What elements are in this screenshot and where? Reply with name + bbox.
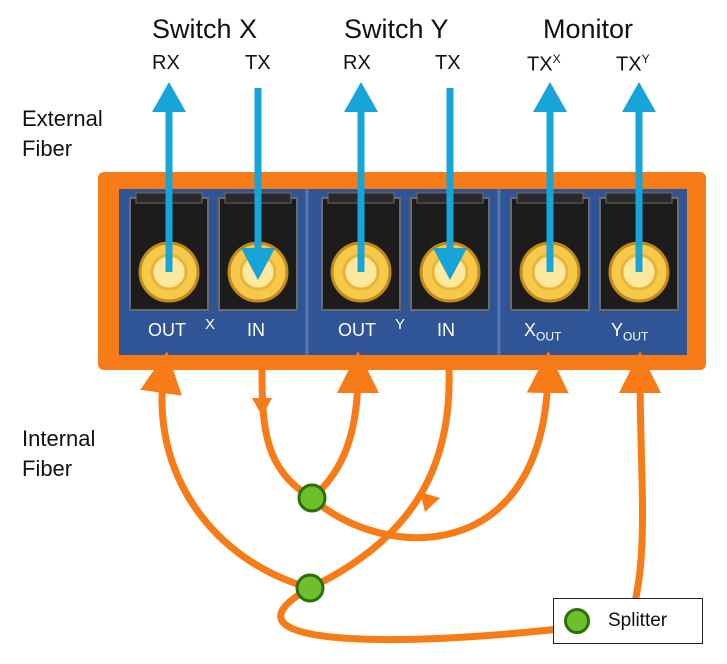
external-fiber-arrow-mon-x-out <box>533 82 567 272</box>
panel-label-y-out: OUT <box>338 320 376 340</box>
panel-label-mon-y-out: YOUT <box>611 320 649 344</box>
legend: Splitter <box>553 598 703 644</box>
splitter-legend-icon <box>564 608 590 634</box>
panel-label-x-out: OUT <box>148 320 186 340</box>
port-y-in <box>410 192 490 311</box>
external-fiber-arrow-mon-y-out <box>622 82 656 272</box>
port-panel <box>119 189 687 355</box>
port-label-x-rx: RX <box>152 52 180 74</box>
group-title-switch-y: Switch Y <box>344 14 449 44</box>
external-fiber-arrow-x-out <box>152 82 186 272</box>
port-label-y-tx: TX <box>435 52 461 74</box>
external-fiber-arrow-y-out <box>344 82 378 272</box>
panel-label-mon-x-out: XOUT <box>524 320 562 344</box>
panel-label-x-group: X <box>205 316 216 333</box>
group-title-switch-x: Switch X <box>152 14 258 44</box>
fiber-x-in-to-splitter-1 <box>258 366 316 502</box>
internal-fiber <box>140 351 662 644</box>
splitter-2 <box>295 573 325 603</box>
panel-label-x-in: IN <box>247 320 265 340</box>
fiber-splitter-2-to-mon-y <box>277 351 662 644</box>
port-label-x-tx: TX <box>245 52 271 74</box>
fiber-splitter-1-to-x-out <box>308 351 379 502</box>
fiber-splitter-1-to-mon-x <box>308 351 569 542</box>
port-label-mon-tx-x: TXX <box>527 52 561 76</box>
panel-label-y-group: Y <box>395 316 406 333</box>
arrow-head <box>420 492 440 512</box>
panel-label-y-in: IN <box>437 320 455 340</box>
splitter-1 <box>297 483 327 513</box>
external-fiber-arrow-y-in <box>433 88 467 280</box>
port-label-mon-tx-y: TXY <box>616 52 650 76</box>
fiber-y-in-to-splitter-2 <box>306 366 453 592</box>
legend-label: Splitter <box>608 610 668 631</box>
group-title-monitor: Monitor <box>543 14 634 44</box>
port-label-y-rx: RX <box>343 52 371 74</box>
external-fiber-arrow-x-in <box>241 88 275 280</box>
fiber-splitter-2-to-y-out <box>140 351 314 592</box>
arrow-head <box>252 398 272 416</box>
